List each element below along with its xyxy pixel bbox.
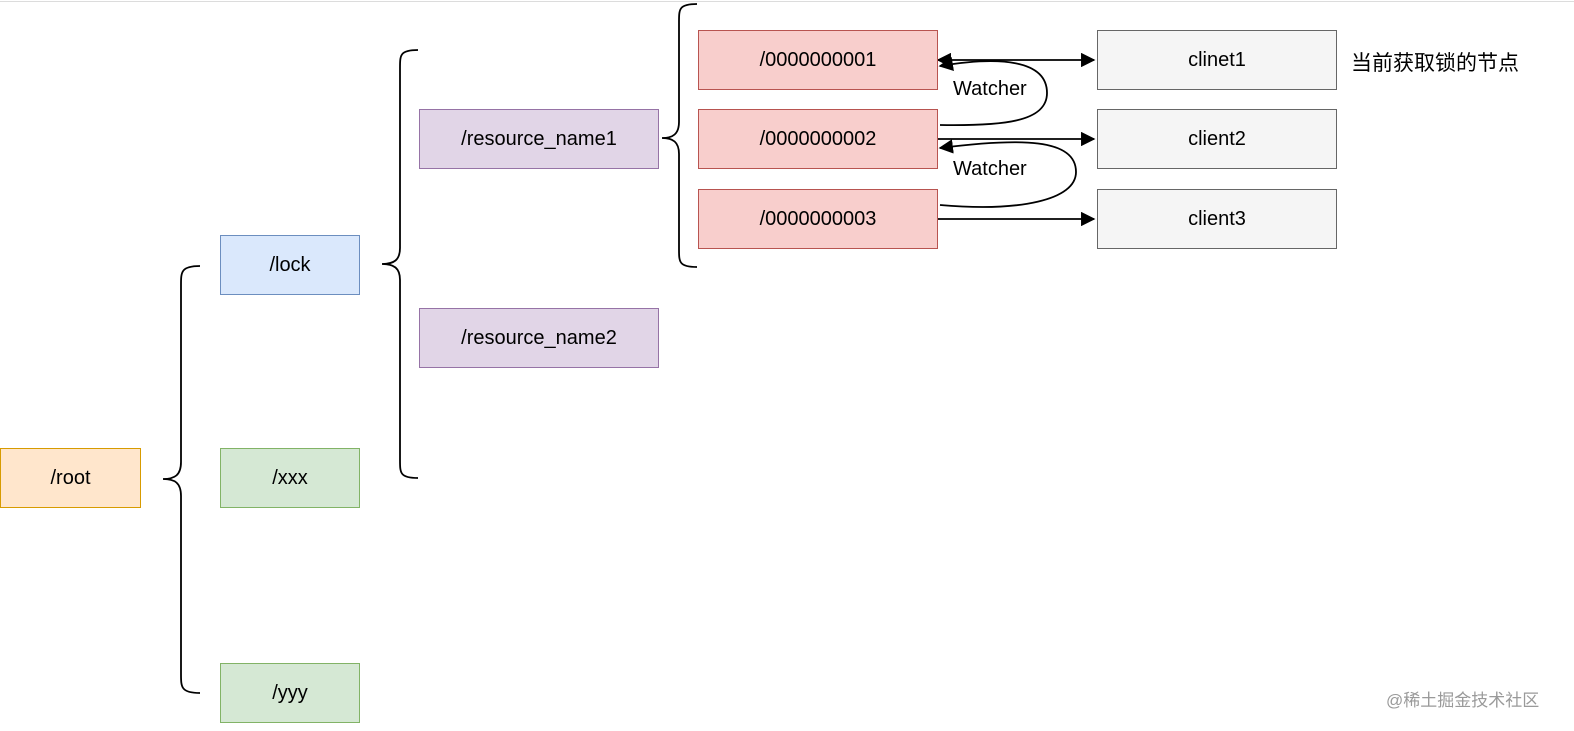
node-lock-label: /lock (269, 253, 311, 276)
node-client2-label: client2 (1188, 127, 1246, 150)
node-xxx: /xxx (220, 448, 360, 508)
watcher-curve-seq3-to-seq2 (938, 139, 1077, 208)
node-root-label: /root (50, 466, 91, 489)
resource-children-brace (661, 3, 698, 268)
watcher-label-2: Watcher (953, 158, 1027, 181)
node-resource-name2: /resource_name2 (419, 308, 659, 368)
node-resource-name1: /resource_name1 (419, 109, 659, 169)
root-children-brace (162, 265, 201, 694)
node-client1: clinet1 (1097, 30, 1337, 90)
node-resource-name2-label: /resource_name2 (461, 326, 617, 349)
lock-children-brace (381, 49, 419, 479)
node-seq2: /0000000002 (698, 109, 938, 169)
node-yyy: /yyy (220, 663, 360, 723)
watermark: @稀土掘金技术社区 (1386, 691, 1540, 710)
node-seq2-label: /0000000002 (759, 127, 877, 150)
node-seq3: /0000000003 (698, 189, 938, 249)
node-client3-label: client3 (1188, 207, 1246, 230)
node-seq1: /0000000001 (698, 30, 938, 90)
watcher-label-1: Watcher (953, 78, 1027, 101)
node-yyy-label: /yyy (272, 681, 308, 704)
node-seq1-label: /0000000001 (759, 48, 877, 71)
node-seq3-label: /0000000003 (759, 207, 877, 230)
node-client3: client3 (1097, 189, 1337, 249)
node-client1-label: clinet1 (1188, 48, 1246, 71)
node-xxx-label: /xxx (272, 466, 308, 489)
top-border (0, 1, 1574, 2)
current-lock-holder-note: 当前获取锁的节点 (1351, 52, 1519, 75)
node-lock: /lock (220, 235, 360, 295)
node-client2: client2 (1097, 109, 1337, 169)
watcher-curve-seq2-to-seq1 (938, 56, 1048, 127)
node-resource-name1-label: /resource_name1 (461, 127, 617, 150)
node-root: /root (0, 448, 141, 508)
